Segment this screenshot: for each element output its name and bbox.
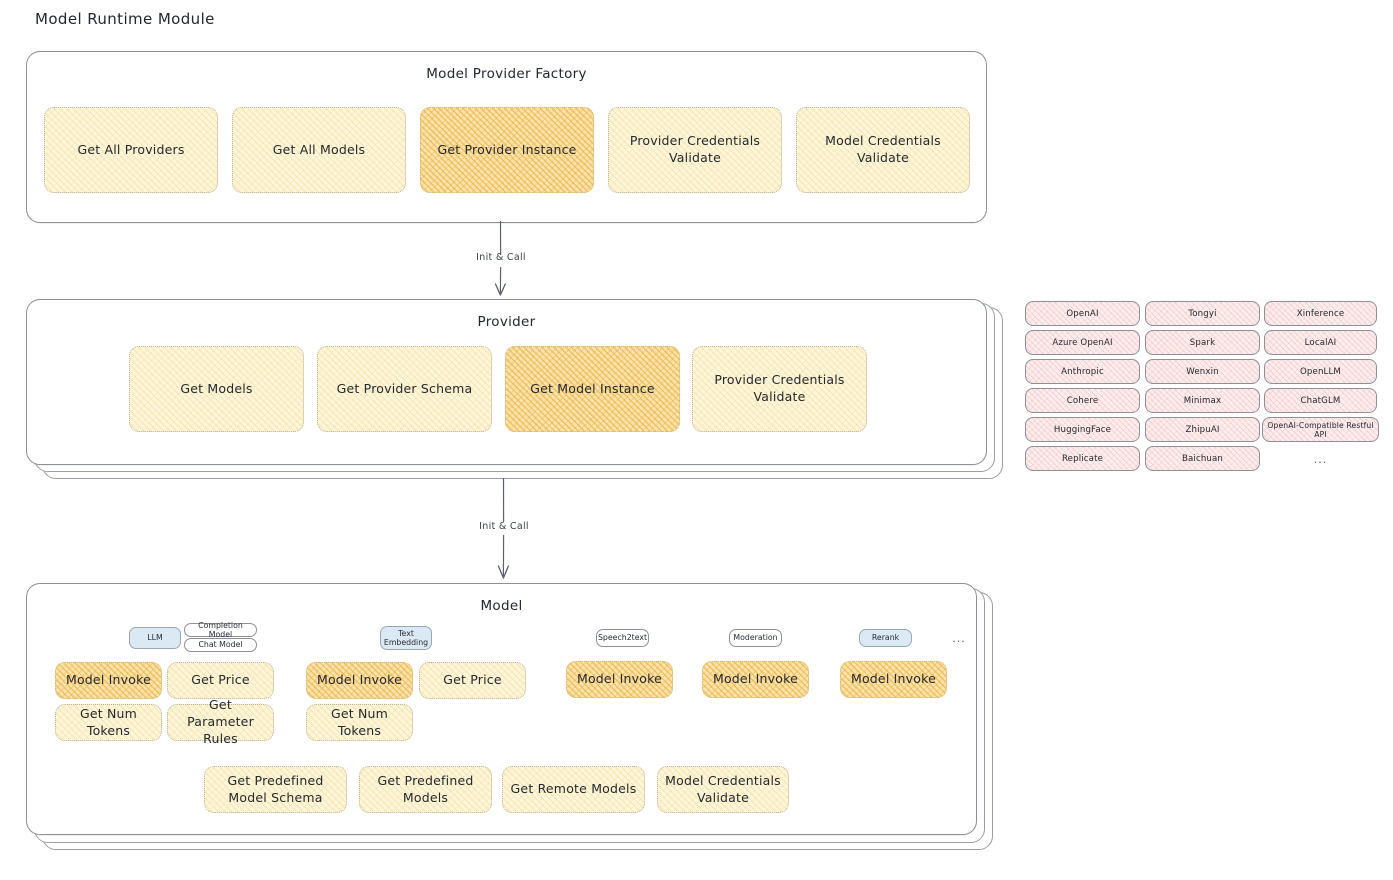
provider-pill-localai[interactable]: LocalAI <box>1264 330 1377 355</box>
arrow-factory-to-provider: Init & Call <box>470 220 590 301</box>
node-text-embedding-get-price[interactable]: Get Price <box>419 662 526 699</box>
node-llm-get-num-tokens[interactable]: Get Num Tokens <box>55 704 162 741</box>
node-llm-get-parameter-rules[interactable]: Get Parameter Rules <box>167 697 274 746</box>
provider-pill-zhipuai[interactable]: ZhipuAI <box>1145 417 1260 442</box>
node-get-predefined-model-schema[interactable]: Get Predefined Model Schema <box>204 766 347 813</box>
provider-pill-openai-compatible-restful-api[interactable]: OpenAI-Compatible Restful API <box>1262 417 1379 442</box>
provider-pill-spark[interactable]: Spark <box>1145 330 1260 355</box>
model-type-badge-rerank[interactable]: Rerank <box>859 629 912 647</box>
arrow-2-label: Init & Call <box>479 521 529 532</box>
provider-pill-anthropic[interactable]: Anthropic <box>1025 359 1140 384</box>
provider-pill-minimax[interactable]: Minimax <box>1145 388 1260 413</box>
provider-pill-baichuan[interactable]: Baichuan <box>1145 446 1260 471</box>
provider-list-more: ... <box>1313 452 1328 466</box>
model-provider-factory-title: Model Provider Factory <box>426 66 587 82</box>
arrow-provider-to-model: Init & Call <box>470 477 590 584</box>
provider-pill-tongyi[interactable]: Tongyi <box>1145 301 1260 326</box>
node-get-all-models[interactable]: Get All Models <box>232 107 406 193</box>
node-get-provider-schema[interactable]: Get Provider Schema <box>317 346 492 432</box>
node-provider-credentials-validate-2[interactable]: Provider Credentials Validate <box>692 346 867 432</box>
node-moderation-model-invoke[interactable]: Model Invoke <box>702 661 809 698</box>
arrow-2-icon <box>497 477 510 579</box>
node-model-credentials-validate[interactable]: Model Credentials Validate <box>796 107 970 193</box>
arrow-1-label: Init & Call <box>476 252 526 263</box>
model-subtype-badge-chat-model[interactable]: Chat Model <box>184 638 257 652</box>
arrow-1-icon <box>494 220 506 296</box>
node-rerank-model-invoke[interactable]: Model Invoke <box>840 661 947 698</box>
provider-pill-azure-openai[interactable]: Azure OpenAI <box>1025 330 1140 355</box>
node-text-embedding-get-num-tokens[interactable]: Get Num Tokens <box>306 704 413 741</box>
provider-pill-huggingface[interactable]: HuggingFace <box>1025 417 1140 442</box>
provider-title: Provider <box>477 314 536 330</box>
node-model-credentials-validate-2[interactable]: Model Credentials Validate <box>657 766 789 813</box>
node-llm-model-invoke[interactable]: Model Invoke <box>55 662 162 699</box>
model-types-more: ... <box>952 631 966 645</box>
node-get-all-providers[interactable]: Get All Providers <box>44 107 218 193</box>
model-type-badge-speech2text[interactable]: Speech2text <box>596 629 649 647</box>
node-speech2text-model-invoke[interactable]: Model Invoke <box>566 661 673 698</box>
provider-pill-chatglm[interactable]: ChatGLM <box>1264 388 1377 413</box>
node-text-embedding-model-invoke[interactable]: Model Invoke <box>306 662 413 699</box>
page-title: Model Runtime Module <box>35 10 215 28</box>
node-get-predefined-models[interactable]: Get Predefined Models <box>359 766 492 813</box>
model-type-badge-moderation[interactable]: Moderation <box>729 629 782 647</box>
provider-pill-cohere[interactable]: Cohere <box>1025 388 1140 413</box>
node-get-model-instance[interactable]: Get Model Instance <box>505 346 680 432</box>
node-get-remote-models[interactable]: Get Remote Models <box>502 766 645 813</box>
provider-pill-xinference[interactable]: Xinference <box>1264 301 1377 326</box>
provider-pill-replicate[interactable]: Replicate <box>1025 446 1140 471</box>
provider-pill-wenxin[interactable]: Wenxin <box>1145 359 1260 384</box>
model-type-badge-llm[interactable]: LLM <box>129 627 181 649</box>
node-provider-credentials-validate[interactable]: Provider Credentials Validate <box>608 107 782 193</box>
provider-pill-openai[interactable]: OpenAI <box>1025 301 1140 326</box>
model-subtype-badge-completion-model[interactable]: Completion Model <box>184 621 257 639</box>
node-llm-get-price[interactable]: Get Price <box>167 662 274 699</box>
node-get-models[interactable]: Get Models <box>129 346 304 432</box>
model-type-badge-text-embedding[interactable]: Text Embedding <box>380 626 432 650</box>
provider-pill-openllm[interactable]: OpenLLM <box>1264 359 1377 384</box>
model-title: Model <box>480 598 523 614</box>
node-get-provider-instance[interactable]: Get Provider Instance <box>420 107 594 193</box>
